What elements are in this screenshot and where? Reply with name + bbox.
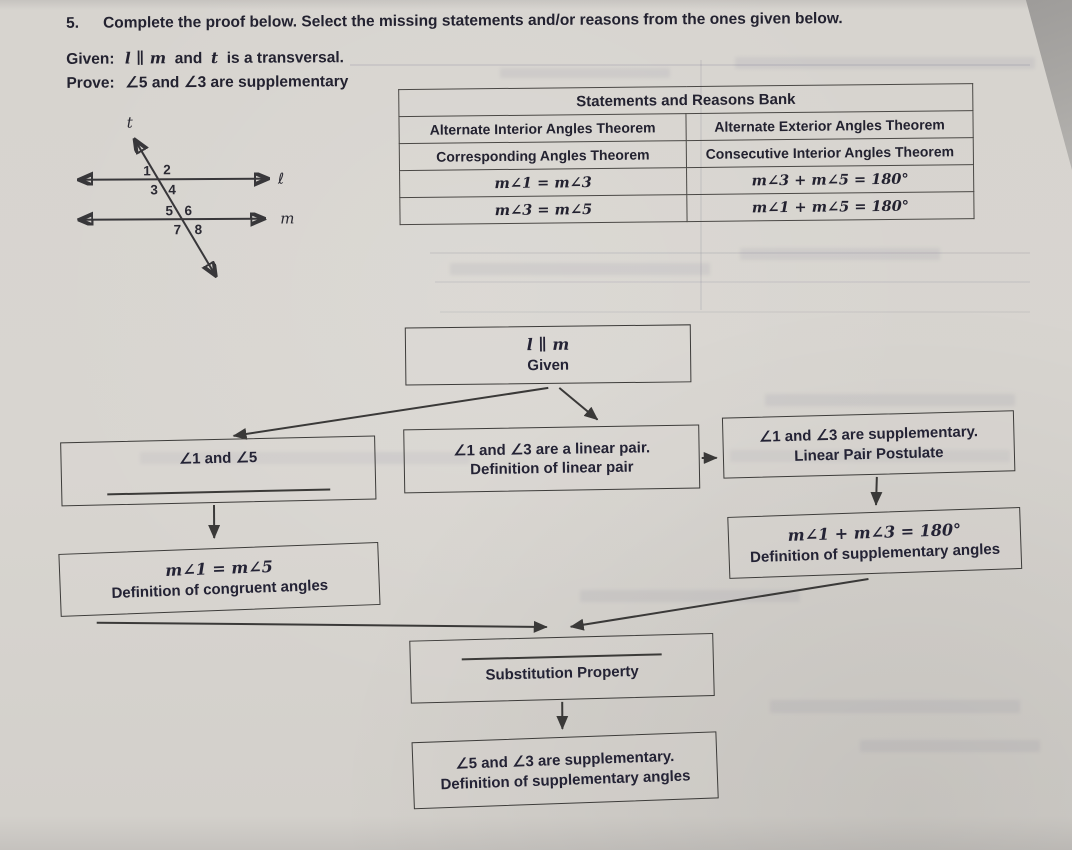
bleed-through-line	[440, 311, 1030, 313]
bleed-through-artifact	[860, 740, 1040, 752]
bleed-through-artifact	[500, 68, 670, 78]
line-l-label: ℓ	[277, 170, 284, 188]
bank-cell: m∠1 = m∠3	[399, 167, 687, 198]
flow-box-sum-180: m∠1 + m∠3 = 180° Definition of supplemen…	[727, 506, 1023, 579]
flow-box-substitution: Substitution Property	[409, 633, 715, 704]
given-rest-text: is a transversal.	[226, 49, 344, 67]
flow-box-supplementary-1-3: ∠1 and ∠3 are supplementary. Linear Pair…	[721, 410, 1016, 479]
flow-box-given: l ∥ m Given	[404, 324, 692, 386]
bleed-through-line	[700, 60, 702, 310]
bleed-through-artifact	[740, 248, 940, 260]
transversal-line	[136, 141, 215, 274]
angle-label-3: 3	[150, 182, 158, 197]
line-m	[81, 219, 262, 220]
given-mid-text: and	[174, 50, 203, 68]
bleed-through-artifact	[450, 263, 710, 275]
given-t: t	[210, 47, 219, 67]
bleed-through-artifact	[765, 394, 1015, 406]
instruction-text: Complete the proof below. Select the mis…	[103, 10, 843, 32]
flow-box-conclusion: ∠5 and ∠3 are supplementary. Definition …	[411, 731, 719, 810]
bank-cell: Corresponding Angles Theorem	[399, 140, 687, 171]
flow-statement: ∠1 and ∠5	[178, 449, 258, 468]
arrow-sum-to-substitution	[569, 577, 869, 631]
arrow-supplementary-to-sum	[870, 476, 883, 506]
statements-reasons-bank-table: Statements and Reasons Bank Alternate In…	[398, 83, 975, 225]
bleed-through-line	[435, 281, 1030, 283]
bleed-through-line	[430, 252, 1030, 254]
line-l	[81, 179, 266, 180]
bank-cell: m∠3 + m∠5 = 180°	[686, 164, 974, 195]
given-line: Given: l ∥ m and t is a transversal.	[66, 47, 344, 69]
transversal-label: t	[127, 113, 134, 131]
prove-label: Prove:	[66, 74, 115, 92]
flow-box-congruent-angles: m∠1 = m∠5 Definition of congruent angles	[58, 541, 381, 617]
parallel-lines-diagram: t ℓ m 1 2 3 4 5 6 7 8	[67, 113, 295, 290]
problem-title: 5. Complete the proof below. Select the …	[66, 10, 843, 33]
angle-label-2: 2	[163, 162, 171, 177]
flow-box-angles-1-5: ∠1 and ∠5	[60, 435, 377, 507]
bleed-through-artifact	[140, 452, 470, 464]
bank-cell: Consecutive Interior Angles Theorem	[686, 137, 974, 168]
prove-line: Prove: ∠5 and ∠3 are supplementary	[66, 72, 348, 93]
bleed-through-artifact	[730, 450, 1010, 462]
angle-label-5: 5	[165, 203, 173, 218]
flow-reason: Substitution Property	[485, 662, 639, 684]
flow-reason: Definition of congruent angles	[111, 577, 329, 603]
prove-statement: ∠5 and ∠3 are supplementary	[124, 73, 349, 92]
bank-cell: Alternate Interior Angles Theorem	[398, 113, 687, 144]
angle-label-7: 7	[174, 222, 182, 237]
bank-cell: Alternate Exterior Angles Theorem	[685, 110, 974, 141]
bleed-through-line	[350, 64, 1030, 66]
missing-reason-blank	[107, 488, 331, 496]
given-math: l ∥ m	[124, 48, 167, 68]
arrow-congruent-to-substitution	[96, 620, 548, 633]
line-m-label: m	[280, 209, 294, 227]
angle-label-1: 1	[143, 163, 151, 178]
flow-statement: l ∥ m	[526, 334, 570, 355]
given-label: Given:	[66, 50, 115, 68]
flow-reason: Definition of linear pair	[470, 458, 634, 479]
bank-cell: m∠1 + m∠5 = 180°	[686, 191, 975, 222]
flow-reason: Given	[527, 356, 570, 374]
bank-cell: m∠3 = m∠5	[399, 194, 688, 225]
angle-label-6: 6	[184, 203, 192, 218]
missing-statement-blank	[461, 653, 662, 661]
flow-box-linear-pair: ∠1 and ∠3 are a linear pair. Definition …	[403, 424, 701, 494]
angle-label-8: 8	[195, 222, 203, 237]
bleed-through-artifact	[770, 700, 1020, 713]
angle-label-4: 4	[168, 182, 176, 197]
bleed-through-artifact	[735, 57, 1035, 69]
arrow-given-to-linear-pair	[558, 387, 599, 421]
flow-reason: Linear Pair Postulate	[794, 443, 944, 465]
problem-number: 5.	[66, 14, 80, 32]
